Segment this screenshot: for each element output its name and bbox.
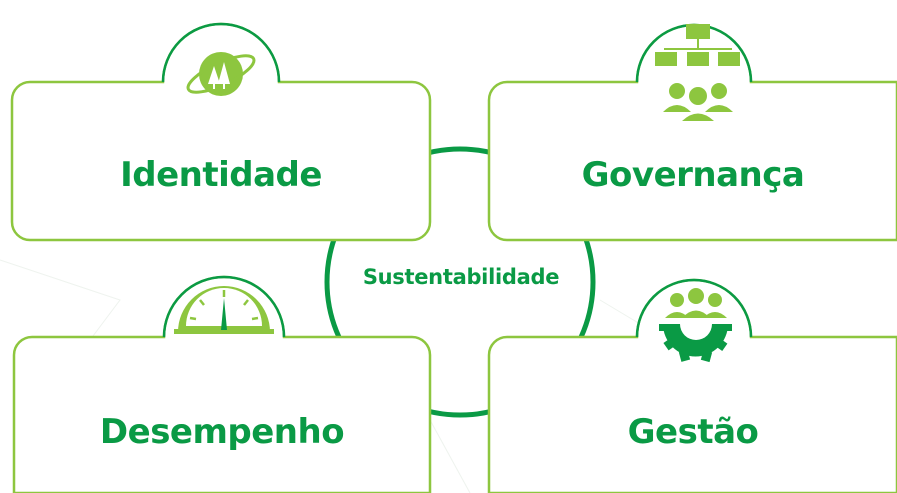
card-desempenho bbox=[12, 275, 432, 493]
card-title-identidade: Identidade bbox=[120, 155, 322, 195]
card-gestao bbox=[487, 278, 897, 493]
planet-trees-icon bbox=[186, 52, 256, 96]
card-title-desempenho: Desempenho bbox=[99, 412, 345, 452]
gauge-icon bbox=[174, 286, 274, 334]
card-title-governanca: Governança bbox=[581, 155, 805, 195]
center-label-sustentabilidade: Sustentabilidade bbox=[362, 265, 560, 289]
sustainability-ring bbox=[324, 146, 596, 418]
people-gear-icon bbox=[659, 288, 732, 363]
card-title-gestao: Gestão bbox=[627, 412, 759, 452]
card-identidade bbox=[10, 22, 432, 242]
org-chart-people-icon bbox=[655, 24, 740, 121]
card-governanca bbox=[487, 23, 897, 242]
